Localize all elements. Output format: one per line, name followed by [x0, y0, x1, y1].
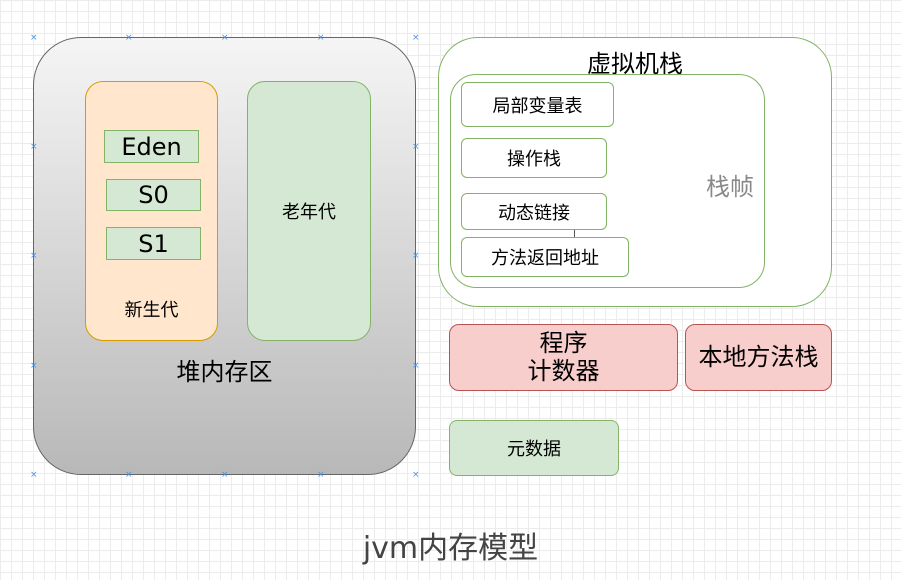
program-counter-line2: 计数器	[527, 356, 600, 385]
program-counter[interactable]: 程序 计数器	[449, 324, 678, 391]
selection-handle-icon[interactable]: ×	[412, 251, 420, 261]
selection-handle-icon[interactable]: ×	[30, 251, 38, 261]
selection-handle-icon[interactable]: ×	[317, 33, 325, 43]
stack-frame-label: 栈帧	[706, 173, 754, 201]
selection-handle-icon[interactable]: ×	[125, 33, 133, 43]
selection-handle-icon[interactable]: ×	[412, 142, 420, 152]
eden-space[interactable]: Eden	[104, 130, 199, 163]
local-variable-table[interactable]: 局部变量表	[461, 82, 614, 127]
young-generation[interactable]	[85, 81, 218, 341]
operand-stack[interactable]: 操作栈	[461, 138, 607, 178]
return-address[interactable]: 方法返回地址	[461, 237, 629, 277]
s1-space[interactable]: S1	[106, 227, 201, 260]
metadata[interactable]: 元数据	[449, 420, 619, 476]
selection-handle-icon[interactable]: ×	[317, 470, 325, 480]
selection-handle-icon[interactable]: ×	[221, 470, 229, 480]
young-generation-label: 新生代	[124, 300, 179, 321]
selection-handle-icon[interactable]: ×	[30, 470, 38, 480]
selection-handle-icon[interactable]: ×	[412, 33, 420, 43]
heap-label: 堆内存区	[176, 358, 273, 386]
selection-handle-icon[interactable]: ×	[412, 361, 420, 371]
selection-handle-icon[interactable]: ×	[412, 470, 420, 480]
selection-handle-icon[interactable]: ×	[125, 470, 133, 480]
s0-space[interactable]: S0	[106, 179, 201, 211]
old-generation[interactable]: 老年代	[247, 81, 371, 341]
selection-handle-icon[interactable]: ×	[30, 142, 38, 152]
program-counter-line1: 程序	[539, 328, 588, 357]
selection-handle-icon[interactable]: ×	[30, 361, 38, 371]
diagram-caption: jvm内存模型	[362, 531, 539, 566]
dynamic-linking[interactable]: 动态链接	[461, 193, 607, 230]
vm-stack-label: 虚拟机栈	[587, 50, 683, 78]
native-method-stack[interactable]: 本地方法栈	[685, 324, 832, 391]
connector-line	[574, 230, 575, 237]
selection-handle-icon[interactable]: ×	[30, 33, 38, 43]
selection-handle-icon[interactable]: ×	[221, 33, 229, 43]
